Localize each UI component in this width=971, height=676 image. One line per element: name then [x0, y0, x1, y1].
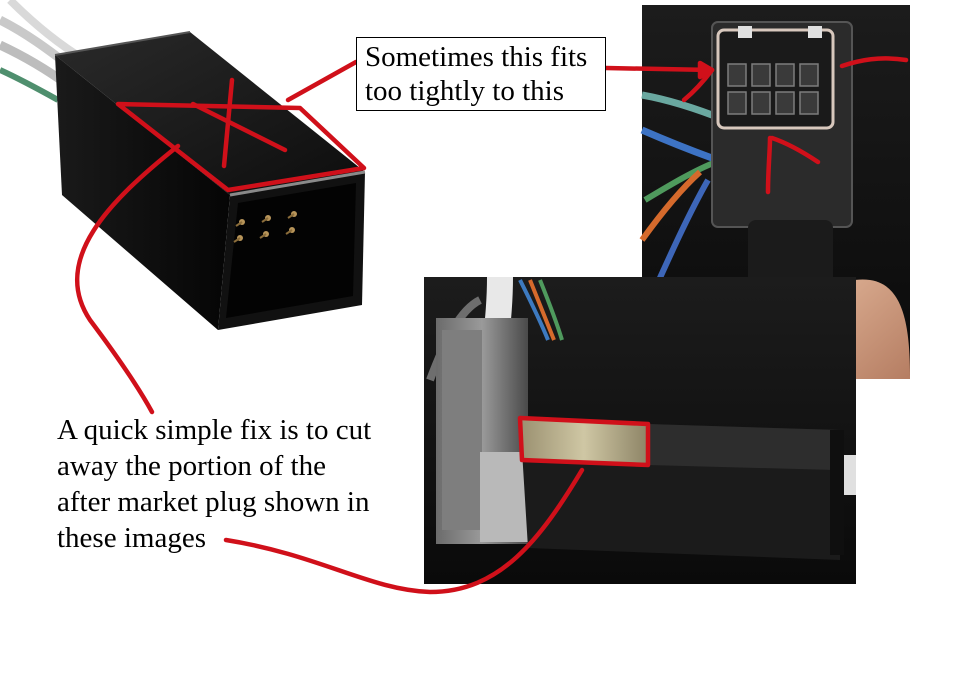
pointer-curve-bottom	[223, 467, 585, 595]
red-annotations	[75, 56, 909, 595]
callout-bottom-line-2: away the portion of the	[57, 450, 326, 482]
aftermarket-plug-photo	[0, 0, 366, 330]
x-mark-stroke-1	[190, 101, 288, 153]
socket-arrow-bottom	[765, 135, 773, 195]
socket-arrow-bottom-2	[769, 135, 821, 165]
arrow-head-right	[697, 60, 715, 80]
installed-plug-photo	[424, 276, 856, 584]
pointer-line-top-left	[285, 59, 359, 103]
callout-bottom-text: A quick simple fix is to cut away the po…	[57, 412, 407, 556]
cut-region-outline	[115, 101, 367, 193]
x-mark-stroke-2	[221, 77, 235, 169]
socket-arrow-left	[681, 67, 715, 103]
callout-bottom-line-1: A quick simple fix is to cut	[57, 414, 372, 446]
socket-arrow-right	[839, 56, 909, 69]
callout-bottom-line-4: these images	[57, 522, 206, 554]
callout-top-line-1: Sometimes this fits	[365, 41, 588, 73]
callout-top-line-2: too tightly to this	[365, 75, 564, 107]
pointer-curve-left	[75, 143, 181, 415]
callout-top-box: Sometimes this fits too tightly to this	[356, 37, 606, 111]
cut-region-outline-bottom	[517, 415, 651, 468]
pointer-line-top-right	[603, 65, 715, 73]
callout-bottom-line-3: after market plug shown in	[57, 486, 370, 518]
